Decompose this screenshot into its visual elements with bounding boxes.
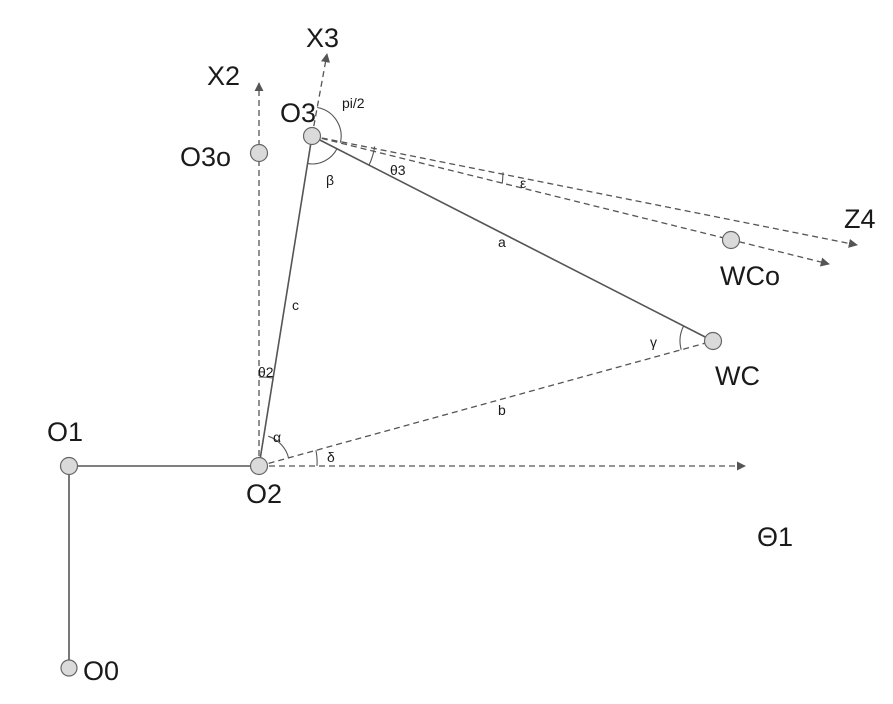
label-wc: WC <box>715 361 760 391</box>
arc-beta <box>307 148 338 165</box>
node-wc <box>703 331 723 351</box>
arc-theta3 <box>368 146 376 166</box>
label-angle-beta: β <box>326 172 334 188</box>
label-side-b: b <box>498 402 506 418</box>
label-angle-gamma: γ <box>650 334 657 350</box>
arc-epsilon <box>501 172 504 184</box>
node-o0 <box>60 659 78 677</box>
label-angle-theta3: θ3 <box>390 162 406 178</box>
axis-z4 <box>311 135 858 248</box>
arc-alpha <box>268 435 290 459</box>
label-angle-pi-half: pi/2 <box>342 95 365 111</box>
link-o3-wc-side-a <box>311 135 714 342</box>
line-o3-wco <box>311 135 830 267</box>
label-o3: O3 <box>280 98 316 128</box>
label-angle-delta: δ <box>327 449 335 465</box>
node-wco <box>721 230 741 250</box>
label-side-c: c <box>292 297 299 313</box>
label-angle-theta2: θ2 <box>258 364 274 380</box>
node-o3 <box>302 126 322 146</box>
node-o1 <box>59 456 79 476</box>
label-angle-alpha: α <box>273 429 281 445</box>
side-b <box>258 340 714 467</box>
link-o2-o3-side-c <box>258 135 313 467</box>
label-axis-theta1: Θ1 <box>757 522 793 552</box>
arc-gamma <box>679 325 685 350</box>
label-angle-epsilon: ε <box>520 175 526 191</box>
arc-theta2 <box>258 376 274 379</box>
node-o3o <box>249 143 269 163</box>
label-side-a: a <box>498 234 506 250</box>
label-o1: O1 <box>47 417 83 447</box>
arc-pi-half <box>317 106 342 143</box>
label-axis-x3: X3 <box>306 23 339 53</box>
label-o3o: O3o <box>180 142 231 172</box>
node-o2 <box>249 456 269 476</box>
label-axis-z4: Z4 <box>844 204 876 234</box>
arc-delta <box>315 450 318 467</box>
axis-x3 <box>311 53 331 137</box>
label-wco: WCo <box>720 261 780 291</box>
label-o2: O2 <box>246 479 282 509</box>
label-axis-x2: X2 <box>207 61 240 91</box>
label-o0: O0 <box>83 656 119 686</box>
